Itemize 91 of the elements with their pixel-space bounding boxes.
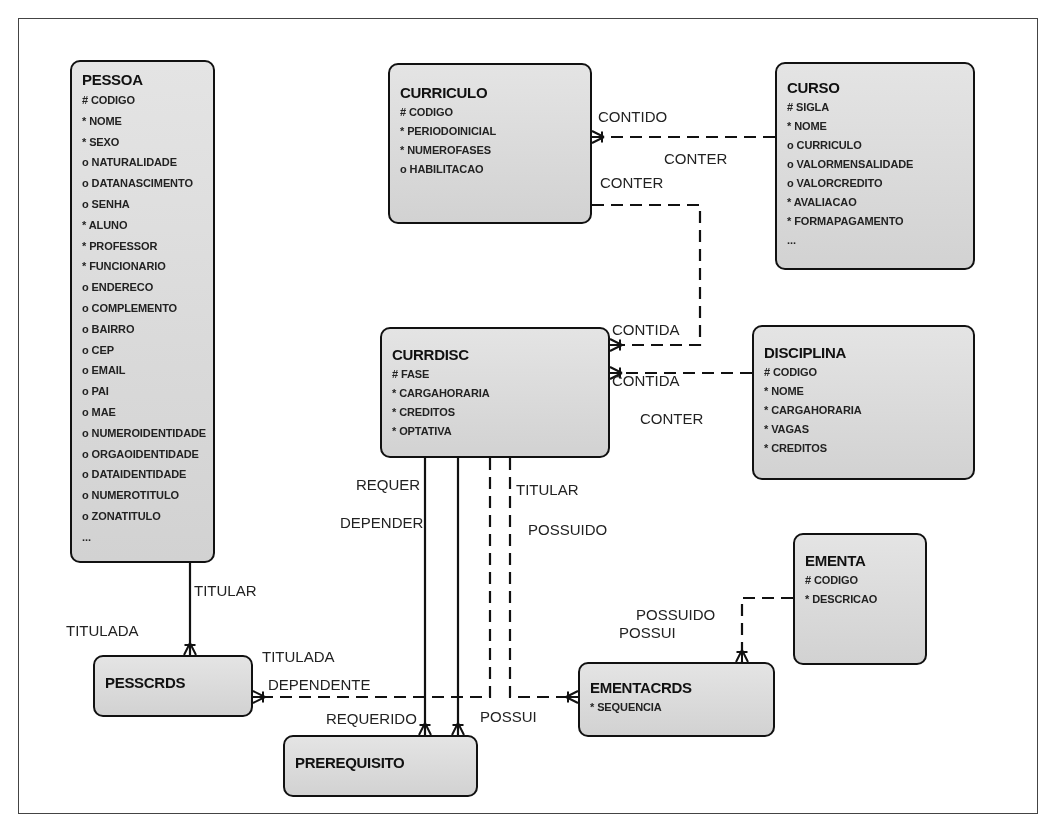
role-label: POSSUI — [619, 624, 676, 641]
attribute-text: # SIGLA — [787, 100, 831, 115]
attribute-text: * ALUNO — [82, 217, 129, 233]
relationship-line — [591, 130, 775, 144]
attribute-text: * SEXO — [82, 134, 121, 150]
attribute-text: * FUNCIONARIO — [82, 259, 167, 275]
entity-box — [93, 655, 253, 717]
attribute-text: * VAGAS — [764, 422, 810, 437]
entity-box — [752, 325, 975, 480]
attribute-text: # CODIGO — [400, 105, 454, 120]
attribute-text: * FORMAPAGAMENTO — [787, 214, 905, 229]
role-label: POSSUI — [480, 708, 537, 725]
entity-name: CURRDISC — [392, 345, 470, 365]
entity-box — [283, 735, 478, 797]
attribute-text: * PERIODOINICIAL — [400, 124, 498, 139]
relationship-line — [609, 366, 752, 380]
attribute-text: * DESCRICAO — [805, 592, 879, 607]
attribute-text: * OPTATIVA — [392, 424, 453, 439]
attribute-text: * SEQUENCIA — [590, 700, 663, 715]
role-label: TITULADA — [66, 622, 139, 639]
role-label: DEPENDER — [340, 514, 424, 531]
attribute-text: o BAIRRO — [82, 321, 136, 337]
entity-box — [578, 662, 775, 737]
attribute-text: o HABILITACAO — [400, 162, 485, 177]
relationship-line — [592, 203, 702, 352]
attribute-text: ... — [787, 233, 797, 248]
role-label: CONTER — [600, 174, 664, 191]
attribute-text: o CEP — [82, 342, 115, 358]
attribute-text: # CODIGO — [805, 573, 859, 588]
attribute-text: o ZONATITULO — [82, 508, 162, 524]
entity-box — [775, 62, 975, 270]
attribute-text: o ENDERECO — [82, 280, 155, 296]
relationship-line — [451, 458, 465, 736]
attribute-text: o NUMEROTITULO — [82, 488, 180, 504]
attribute-text: # CODIGO — [764, 365, 818, 380]
role-label: CONTIDO — [598, 108, 668, 125]
entity-name: EMENTA — [805, 551, 867, 571]
role-label: CONTER — [664, 150, 728, 167]
entity-box — [388, 63, 592, 224]
attribute-text: * NOME — [787, 119, 828, 134]
relationship-line — [418, 458, 432, 736]
attribute-text: o VALORMENSALIDADE — [787, 157, 915, 172]
attribute-text: o CURRICULO — [787, 138, 863, 153]
role-label: TITULAR — [194, 582, 257, 599]
attribute-text: ... — [82, 529, 92, 545]
attribute-text: o NATURALIDADE — [82, 155, 178, 171]
entity-box — [380, 327, 610, 458]
role-label: REQUER — [356, 476, 421, 493]
attribute-text: * CREDITOS — [764, 441, 828, 456]
role-label: TITULADA — [262, 648, 335, 665]
role-label: CONTIDA — [612, 372, 680, 389]
attribute-text: * CARGAHORARIA — [392, 386, 491, 401]
role-label: CONTIDA — [612, 321, 680, 338]
relationship-line — [252, 458, 492, 704]
entity-name: DISCIPLINA — [764, 343, 847, 363]
entity-box — [793, 533, 927, 665]
role-label: POSSUIDO — [636, 606, 716, 623]
entity-name: PREREQUISITO — [295, 753, 406, 773]
relationship-line — [735, 596, 793, 663]
attribute-text: o SENHA — [82, 197, 131, 212]
role-label: REQUERIDO — [326, 710, 417, 727]
role-label: DEPENDENTE — [268, 676, 371, 693]
attribute-text: o COMPLEMENTO — [82, 300, 179, 316]
attribute-text: * NOME — [82, 113, 123, 129]
attribute-text: o EMAIL — [82, 363, 127, 379]
attribute-text: * CARGAHORARIA — [764, 403, 863, 418]
entity-name: PESSOA — [82, 70, 144, 90]
entity-box — [70, 60, 215, 563]
attribute-text: o DATAIDENTIDADE — [82, 467, 188, 483]
attribute-text: o NUMEROIDENTIDADE — [82, 425, 205, 441]
relationship-line — [508, 458, 579, 704]
role-label: CONTER — [640, 410, 704, 427]
attribute-text: * AVALIACAO — [787, 195, 858, 210]
entity-name: CURRICULO — [400, 83, 489, 103]
attribute-text: * NOME — [764, 384, 805, 399]
entity-name: PESSCRDS — [105, 673, 187, 693]
attribute-text: o PAI — [82, 384, 110, 400]
entity-name: CURSO — [787, 78, 841, 98]
entity-name: EMENTACRDS — [590, 678, 693, 698]
attribute-text: o MAE — [82, 404, 117, 420]
attribute-text: * PROFESSOR — [82, 238, 159, 254]
attribute-text: * CREDITOS — [392, 405, 456, 420]
attribute-text: # FASE — [392, 367, 431, 382]
role-label: POSSUIDO — [528, 521, 608, 538]
role-label: TITULAR — [516, 481, 579, 498]
relationship-line — [183, 563, 197, 656]
attribute-text: o DATANASCIMENTO — [82, 176, 194, 192]
attribute-text: o ORGAOIDENTIDADE — [82, 446, 200, 462]
attribute-text: # CODIGO — [82, 93, 136, 108]
attribute-text: o VALORCREDITO — [787, 176, 884, 191]
attribute-text: * NUMEROFASES — [400, 143, 492, 158]
